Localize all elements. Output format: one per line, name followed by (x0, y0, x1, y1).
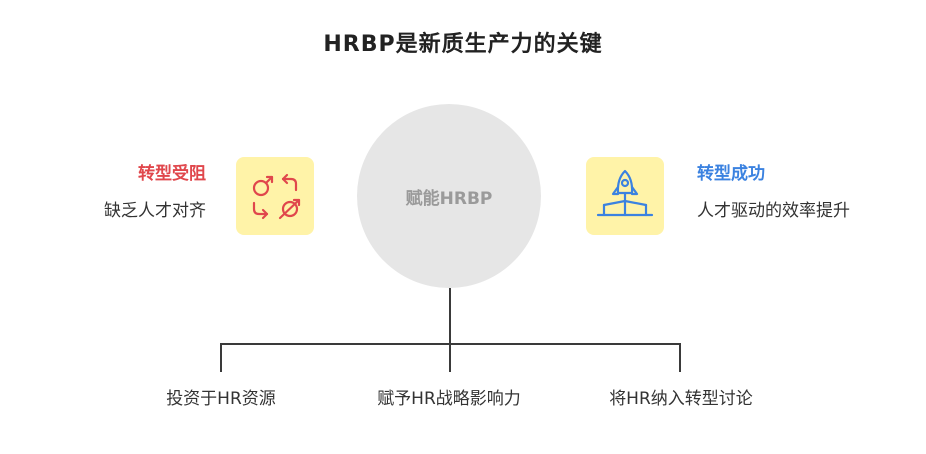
leaf-invest-hr: 投资于HR资源 (166, 389, 276, 409)
rocket-launch-icon (596, 169, 654, 217)
right-icon-box (586, 157, 664, 235)
hub-label: 赋能HRBP (405, 189, 493, 209)
diagram-title: HRBP是新质生产力的关键 (323, 32, 603, 57)
left-description: 缺乏人才对齐 (104, 201, 206, 221)
hub-circle: 赋能HRBP (357, 104, 541, 288)
left-icon-box (236, 157, 314, 235)
right-heading: 转型成功 (697, 164, 765, 184)
left-heading: 转型受阻 (138, 164, 206, 184)
right-description: 人才驱动的效率提升 (697, 201, 850, 221)
leaf-include-hr: 将HR纳入转型讨论 (609, 389, 753, 409)
leaf-empower-hr: 赋予HR战略影响力 (377, 389, 521, 409)
gender-swap-arrows-icon (252, 173, 301, 220)
